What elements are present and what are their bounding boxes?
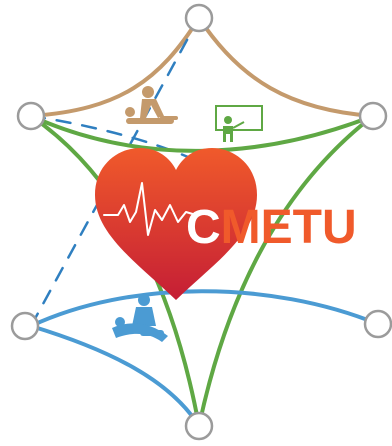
brown-arc-left [29,16,201,118]
node-right-lower [363,309,392,339]
logo-text: CMETU [186,201,357,254]
green-arc-right-down [197,114,375,428]
blue-dashed-line [29,16,201,328]
logo-text-prefix: C [186,201,221,254]
pulse-line [103,182,197,236]
blue-arc-upper [29,289,380,328]
blue-arc-lower [29,324,201,428]
green-arc-upper [29,114,375,153]
patient-doctor-icon [112,294,168,342]
heart-icon [95,148,257,300]
brown-arc-right [197,16,375,118]
node-left-upper [16,101,46,131]
cpr-icon [125,86,178,124]
blue-dashed-cross [29,114,197,162]
node-right-upper [358,101,388,131]
node-left-lower [10,311,40,341]
nodes [10,3,392,441]
blue-arcs [29,289,380,428]
logo-text-rest: METU [221,201,357,254]
brown-arcs [29,16,375,118]
teacher-board-icon [215,105,263,142]
node-top [184,3,214,33]
node-bottom [184,411,214,441]
